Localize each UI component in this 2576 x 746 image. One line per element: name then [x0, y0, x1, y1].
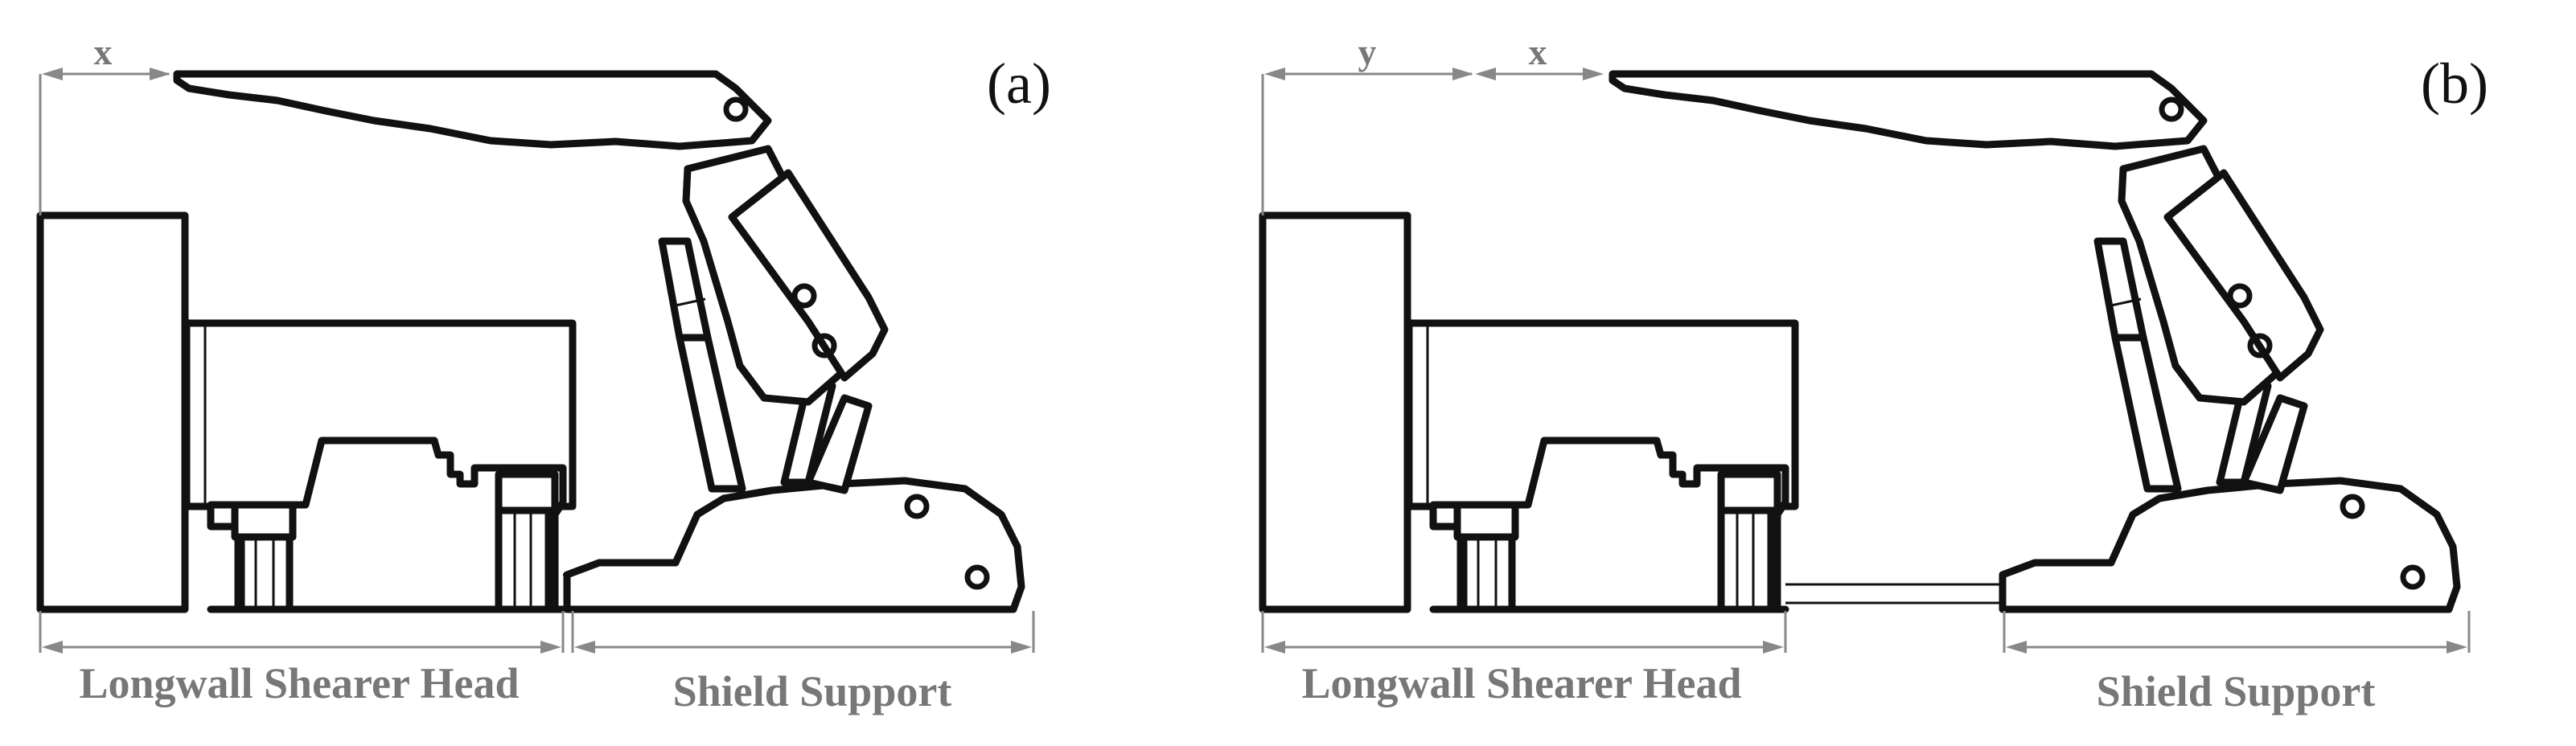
panel-label-b: (b) [2421, 51, 2488, 116]
dimension-x-a: x [39, 31, 171, 215]
dimension-y-b: y [1261, 31, 1473, 215]
dimension-label-x-a: x [94, 31, 113, 72]
shield-label-a: Shield Support [673, 667, 952, 715]
shield-label-b: Shield Support [2097, 667, 2376, 715]
span-shield-a [571, 611, 1035, 654]
panel-label-a: (a) [987, 51, 1051, 116]
dimension-label-y-b: y [1358, 31, 1377, 72]
span-shearer-b [1261, 611, 1787, 654]
panel-b: y x Longwall Shearer Head Shield Support… [1263, 31, 2488, 715]
span-shield-b [2003, 611, 2471, 654]
connector-b [1785, 583, 2004, 605]
shearer-label-a: Longwall Shearer Head [79, 659, 519, 707]
shearer-drawing-a [40, 215, 573, 609]
panel-a: x Longwall Shearer Head Shield Support (… [40, 31, 1051, 715]
span-shearer-a [39, 611, 565, 654]
shearer-drawing-b [1263, 215, 1795, 609]
dimension-label-x-b: x [1529, 31, 1547, 72]
dimension-x-b: x [1475, 31, 1604, 80]
shearer-label-b: Longwall Shearer Head [1301, 659, 1741, 707]
